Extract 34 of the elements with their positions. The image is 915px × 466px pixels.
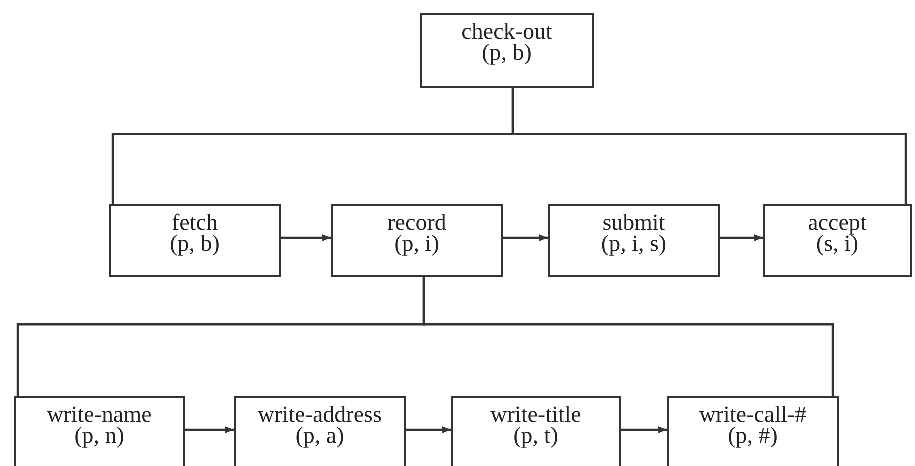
process-box [234, 396, 406, 466]
process-name: accept [807, 212, 868, 233]
arrow [621, 426, 667, 434]
process-parameters: (p, a) [294, 425, 346, 446]
tree-connector [422, 277, 834, 396]
process-box [548, 204, 720, 277]
tree-connector [512, 88, 908, 204]
arrow [503, 234, 548, 242]
process-box [451, 396, 621, 466]
process-parameters: (p, t) [512, 425, 560, 446]
process-box [109, 204, 281, 277]
process-name: fetch [171, 212, 219, 233]
process-box [331, 204, 503, 277]
arrow [281, 234, 331, 242]
process-box [763, 204, 912, 277]
process-box [667, 396, 839, 466]
process-name: write-title [490, 404, 582, 425]
process-parameters: (p, i, s) [600, 233, 668, 254]
process-box [420, 13, 594, 88]
process-name: write-call-# [698, 404, 808, 425]
process-name: submit [602, 212, 666, 233]
process-parameters: (p, i) [394, 233, 440, 254]
process-box [14, 396, 185, 466]
process-parameters: (p, b) [481, 42, 533, 63]
process-parameters: (p, #) [727, 425, 779, 446]
process-parameters: (p, b) [169, 233, 221, 254]
arrow [406, 426, 451, 434]
arrow [720, 234, 763, 242]
process-name: write-name [46, 404, 153, 425]
process-name: check-out [460, 21, 554, 42]
process-name: write-address [257, 404, 383, 425]
process-parameters: (p, n) [74, 425, 126, 446]
process-name: record [386, 212, 448, 233]
arrow [185, 426, 234, 434]
